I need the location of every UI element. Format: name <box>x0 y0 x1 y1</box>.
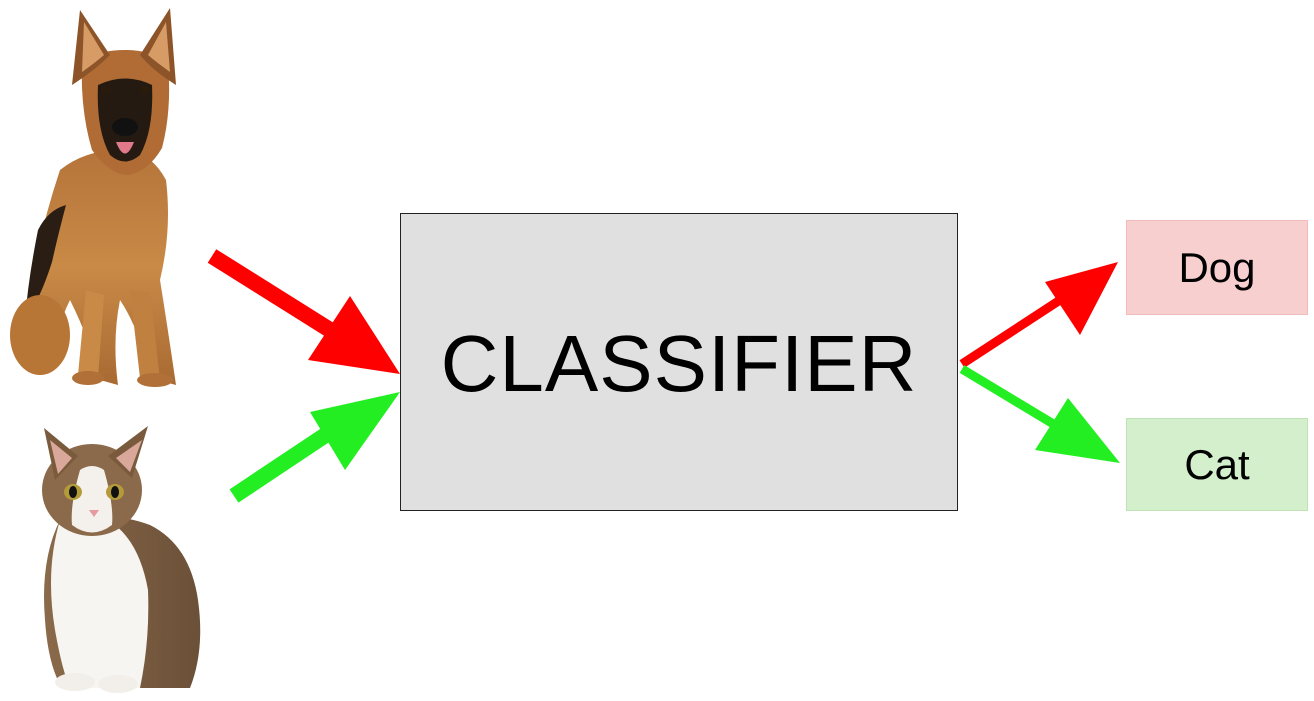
arrow-cat-to-classifier <box>229 392 400 503</box>
arrow-dog-to-classifier <box>207 249 400 374</box>
arrow-classifier-to-dog <box>959 262 1118 368</box>
dog-image <box>10 8 177 387</box>
output-dog-box: Dog <box>1126 220 1308 315</box>
classifier-box: CLASSIFIER <box>400 213 958 511</box>
output-dog-label: Dog <box>1178 243 1256 291</box>
output-cat-box: Cat <box>1126 418 1308 511</box>
output-cat-label: Cat <box>1184 440 1250 488</box>
cat-image <box>42 426 201 693</box>
arrow-classifier-to-cat <box>959 365 1120 463</box>
classifier-label: CLASSIFIER <box>440 319 918 408</box>
